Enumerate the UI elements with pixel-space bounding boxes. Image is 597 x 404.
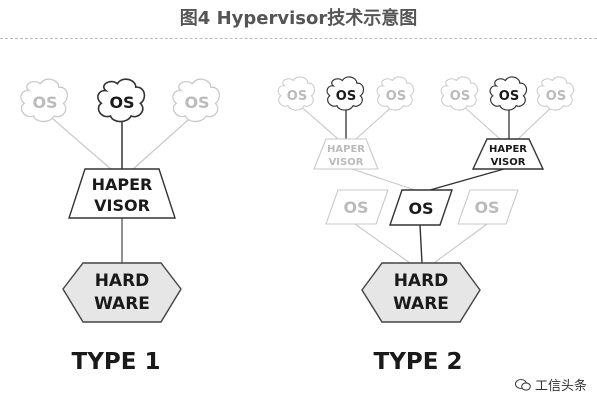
type2-group: OS OS OS OS OS OS HAPER	[277, 76, 575, 375]
type1-os-center-label: OS	[109, 93, 134, 112]
type1-line-os-left	[44, 111, 113, 171]
type2-hypervisor-right-label-1: HAPER	[489, 144, 527, 155]
type1-hardware-label-1: HARD	[95, 271, 150, 291]
type2-os-ur-right-label: OS	[546, 89, 566, 104]
type2-os-mid-left-shape	[325, 189, 389, 225]
type2-line-hvl-os	[351, 168, 416, 191]
type2-hypervisor-left-label-1: HAPER	[327, 144, 365, 155]
figure-title: 图4 Hypervisor技术示意图	[179, 8, 418, 29]
type2-os-mid-right-label: OS	[474, 198, 499, 217]
type1-label: TYPE 1	[72, 349, 161, 375]
type2-os-ul-right-label: OS	[386, 89, 406, 104]
type2-line-ul-left	[296, 102, 339, 140]
type2-os-mid-left-label: OS	[343, 198, 368, 217]
type2-os-ul-left-label: OS	[287, 89, 307, 104]
watermark-text: 工信头条	[534, 379, 587, 394]
type2-os-mid-center-shape	[389, 189, 453, 226]
type2-os-ur-left-label: OS	[450, 89, 470, 104]
type2-line-os-left-hw	[354, 223, 411, 264]
type2-os-ur-center-label: OS	[499, 89, 519, 104]
type2-label: TYPE 2	[374, 349, 463, 375]
type1-line-os-right	[131, 111, 198, 171]
type2-line-os-right-hw	[433, 223, 488, 264]
type1-os-left-label: OS	[32, 93, 57, 112]
type2-os-ul-center-label: OS	[336, 89, 356, 104]
type1-hypervisor-label-1: HAPER	[92, 175, 153, 194]
chat-bubble-icon	[514, 378, 531, 391]
type2-os-mid-center-label: OS	[408, 199, 433, 218]
type2-hardware-shape	[361, 262, 481, 323]
title-divider	[0, 38, 597, 39]
type2-hypervisor-right-shape	[471, 138, 545, 170]
type2-hypervisor-left-shape	[313, 138, 379, 170]
type1-group: OS OS OS HAPER VISOR HARD WARE TYPE 1	[20, 78, 221, 375]
type2-hypervisor-left-label-2: VISOR	[329, 157, 364, 168]
type2-hardware-label-2: WARE	[393, 294, 449, 314]
type2-hardware-label-1: HARD	[394, 271, 449, 291]
type1-hardware-shape	[62, 262, 182, 323]
type2-hypervisor-right-label-2: VISOR	[491, 157, 526, 168]
type1-hypervisor-label-2: VISOR	[94, 196, 150, 215]
type1-hardware-label-2: WARE	[94, 294, 150, 314]
type2-line-hvr-os	[429, 168, 505, 191]
type1-hypervisor-shape	[68, 168, 176, 219]
watermark: 工信头条	[514, 375, 587, 394]
type1-os-right-label: OS	[184, 93, 209, 112]
type2-line-ur-left	[459, 102, 501, 140]
type2-line-os-center-hw	[419, 224, 423, 264]
type2-os-mid-right-shape	[457, 189, 519, 225]
